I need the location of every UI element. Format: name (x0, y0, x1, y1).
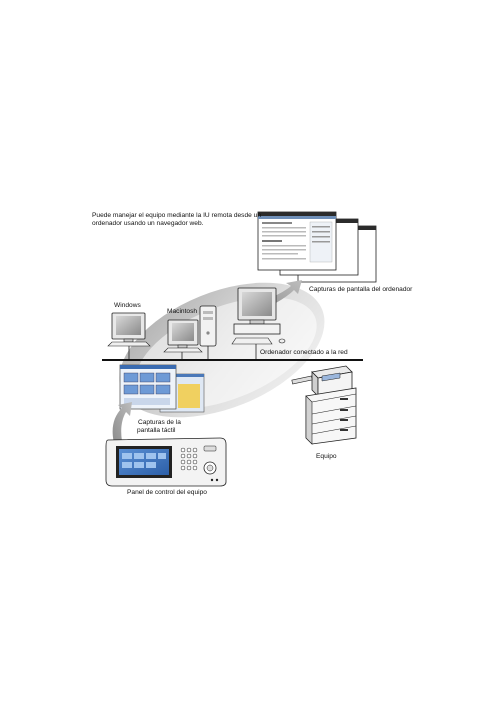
computer-screenshots-label: Capturas de pantalla del ordenador (309, 286, 413, 293)
touch-screens-label-line2: pantalla táctil (137, 427, 176, 434)
windows-label: Windows (114, 302, 141, 309)
macintosh-computer (163, 305, 217, 360)
macintosh-label: Macintosh (167, 308, 198, 315)
control-panel-label: Panel de control del equipo (127, 489, 207, 496)
network-computer-label: Ordenador conectado a la red (260, 349, 348, 356)
touch-screens-label-line1: Capturas de la (138, 419, 181, 426)
touch-screen-captures (119, 364, 205, 413)
arrow-to-touch-screens (112, 402, 132, 450)
windows-computer (107, 312, 151, 360)
device-label: Equipo (316, 453, 337, 460)
control-panel (105, 437, 227, 487)
intro-text: Puede manejar el equipo mediante la IU r… (92, 212, 261, 227)
printer-device (291, 365, 357, 445)
computer-screenshots (257, 211, 377, 283)
network-computer (231, 287, 286, 360)
